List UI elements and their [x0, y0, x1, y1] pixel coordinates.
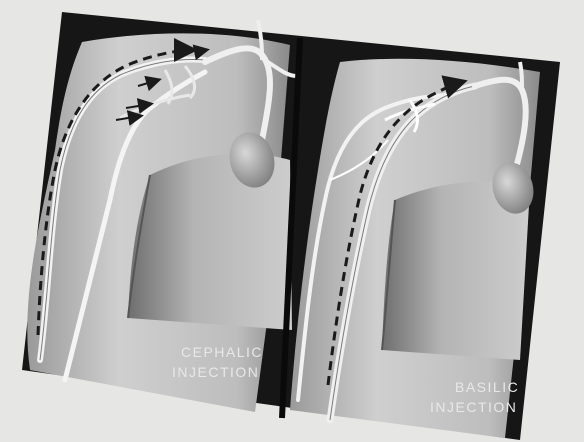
cephalic-caption-line1: CEPHALIC	[181, 344, 263, 360]
basilic-panel: BASILIC INJECTION	[290, 59, 540, 438]
cephalic-caption-line2: INJECTION	[172, 364, 259, 380]
basilic-caption-line2: INJECTION	[430, 399, 517, 415]
basilic-caption-line1: BASILIC	[455, 379, 519, 395]
jugular-vein	[520, 62, 522, 90]
